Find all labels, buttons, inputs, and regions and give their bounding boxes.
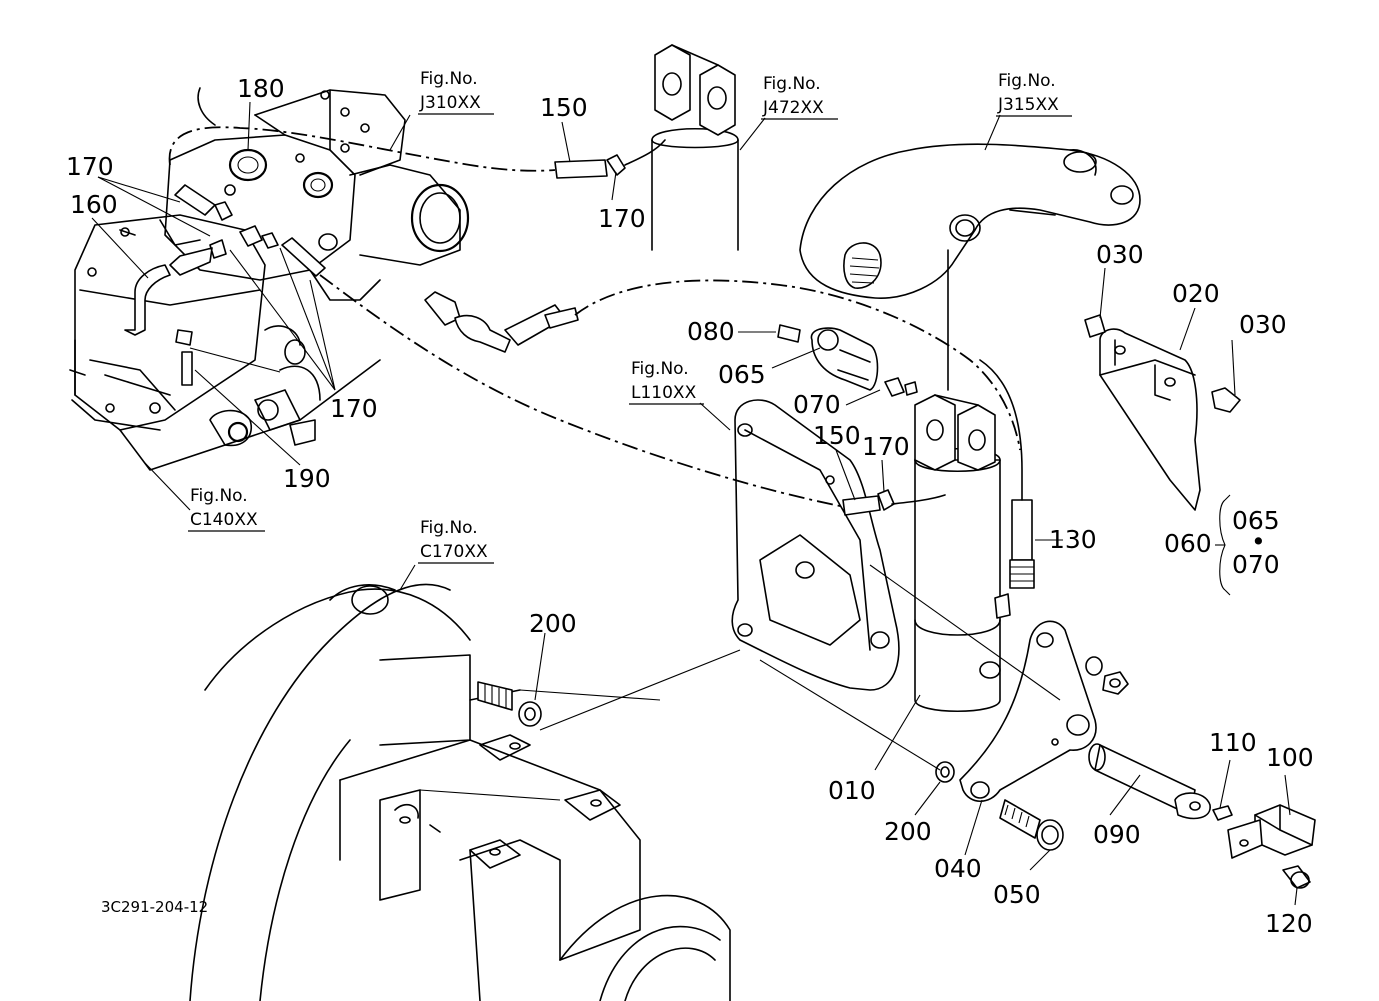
bracket-plate: [731, 399, 900, 691]
callout-050: 050: [993, 880, 1041, 909]
callout-080: 080: [687, 317, 735, 346]
fig-ref-j310-line1: Fig.No.: [420, 69, 478, 89]
fig-ref-j315-code: J315XX: [997, 95, 1059, 115]
callout-170-mid: 170: [330, 394, 378, 423]
callout-070-group: 070: [1232, 550, 1280, 579]
fig-ref-j472-line1: Fig.No.: [763, 74, 821, 94]
callout-200-right: 200: [884, 817, 932, 846]
callout-100: 100: [1266, 743, 1314, 772]
leader-lines: [91, 101, 1298, 906]
control-valve-block: [69, 87, 470, 471]
callout-110: 110: [1209, 728, 1257, 757]
callout-065-group: 065: [1232, 506, 1280, 535]
callout-090: 090: [1093, 820, 1141, 849]
fig-ref-c140-line1: Fig.No.: [190, 486, 248, 506]
fig-ref-l110-code: L110XX: [631, 383, 697, 403]
callout-070: 070: [793, 390, 841, 419]
sensor-cables: [168, 126, 1021, 508]
sensor-130: [979, 359, 1035, 589]
callout-010: 010: [828, 776, 876, 805]
callout-030-right: 030: [1239, 310, 1287, 339]
fasteners: [477, 656, 1129, 851]
fig-ref-j472-code: J472XX: [762, 98, 824, 118]
callout-160: 160: [70, 190, 118, 219]
callout-060: 060: [1164, 529, 1212, 558]
callout-130: 130: [1049, 525, 1097, 554]
callout-180: 180: [237, 74, 285, 103]
callout-170-right: 170: [862, 432, 910, 461]
hoses-and-clamps: [124, 139, 946, 516]
callout-065: 065: [718, 360, 766, 389]
callout-200-left: 200: [529, 609, 577, 638]
fig-ref-c170-code: C170XX: [420, 542, 488, 562]
lift-arm: [799, 143, 1141, 299]
cover-020: [1099, 328, 1201, 511]
transmission-housing: [189, 583, 731, 1001]
callout-120: 120: [1265, 909, 1313, 938]
link-040: [959, 620, 1097, 803]
upper-cylinder: [651, 44, 739, 251]
callout-150-mid: 150: [813, 421, 861, 450]
fig-ref-j310-code: J310XX: [419, 93, 481, 113]
callout-020: 020: [1172, 279, 1220, 308]
fig-ref-l110-line1: Fig.No.: [631, 359, 689, 379]
callout-190: 190: [283, 464, 331, 493]
callout-group-dot: •: [1251, 527, 1266, 556]
callout-040: 040: [934, 854, 982, 883]
callout-170-left: 170: [66, 152, 114, 181]
lift-cylinder-010: [914, 249, 1011, 712]
figure-references: Fig.No. J310XX Fig.No. J472XX Fig.No. J3…: [188, 69, 1072, 564]
part-callouts: 180 150 170 170 160 170 190 080 065 070 …: [66, 74, 1314, 938]
pin-assembly: [1088, 743, 1316, 889]
document-id: 3C291-204-12: [101, 898, 208, 916]
small-parts: [777, 314, 1241, 413]
fig-ref-c140-code: C140XX: [190, 510, 258, 530]
callout-030-top: 030: [1096, 240, 1144, 269]
callout-150-top: 150: [540, 93, 588, 122]
fig-ref-j315-line1: Fig.No.: [998, 71, 1056, 91]
callout-170-top: 170: [598, 204, 646, 233]
fig-ref-c170-line1: Fig.No.: [420, 518, 478, 538]
